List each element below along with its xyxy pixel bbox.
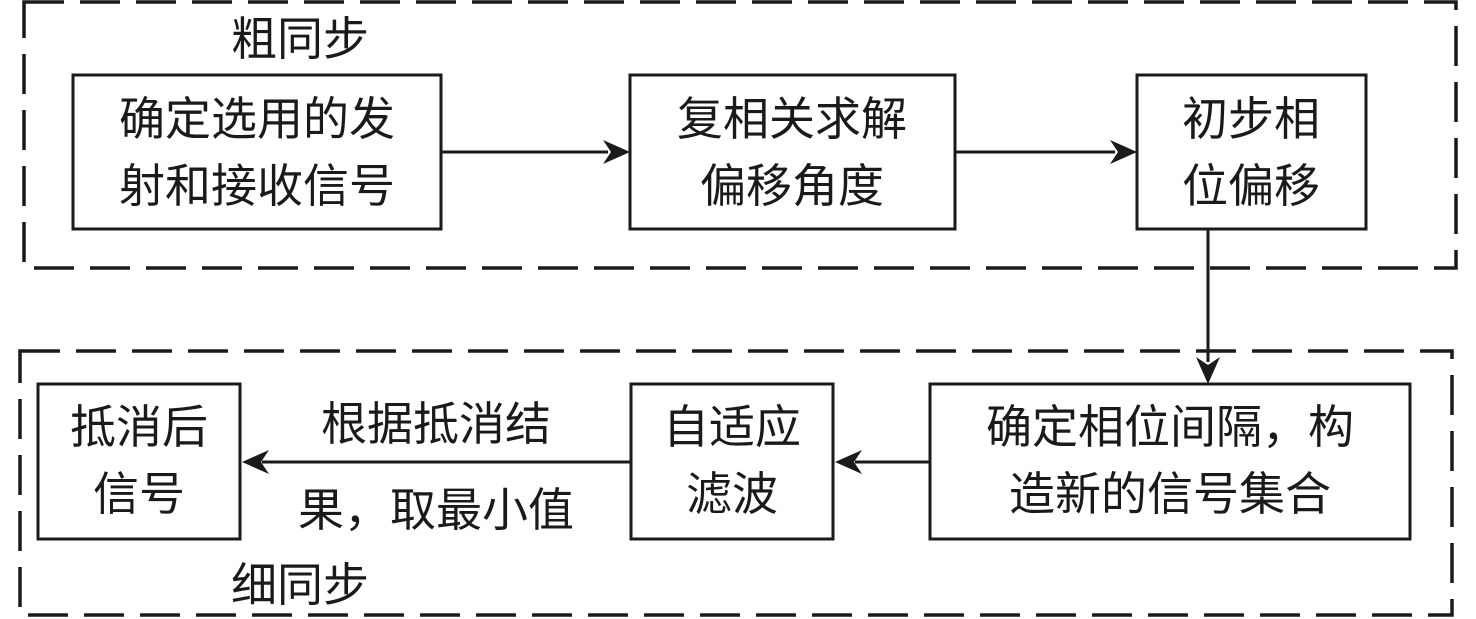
node-initial-phase-offset-line-1: 初步相 — [1182, 92, 1320, 146]
arrowhead-down-icon — [1196, 357, 1220, 384]
arrowhead-right-icon — [603, 140, 630, 164]
node-complex-correlation-line-1: 复相关求解 — [677, 92, 907, 146]
node-select-signals-line-2: 射和接收信号 — [119, 159, 395, 213]
node-initial-phase-offset: 初步相 位偏移 — [1135, 73, 1368, 231]
node-new-signal-set: 确定相位间隔，构 造新的信号集合 — [928, 382, 1412, 541]
arrowhead-left-icon — [835, 450, 862, 474]
node-adaptive-filter-line-1: 自适应 — [663, 400, 801, 454]
node-new-signal-set-line-1: 确定相位间隔，构 — [986, 400, 1354, 454]
edge-label-line-1: 根据抵消结 — [321, 397, 551, 451]
node-cancelled-signal-line-2: 信号 — [93, 467, 185, 521]
node-complex-correlation-line-2: 偏移角度 — [700, 159, 884, 213]
node-adaptive-filter: 自适应 滤波 — [629, 382, 835, 541]
node-select-signals: 确定选用的发 射和接收信号 — [71, 73, 443, 231]
node-cancelled-signal-line-1: 抵消后 — [70, 400, 208, 454]
node-new-signal-set-line-2: 造新的信号集合 — [1009, 467, 1331, 521]
node-select-signals-line-1: 确定选用的发 — [119, 92, 395, 146]
arrowhead-left-icon — [242, 450, 269, 474]
node-cancelled-signal: 抵消后 信号 — [36, 382, 242, 541]
fine-sync-label: 细同步 — [231, 558, 369, 612]
fine-sync-group — [18, 349, 1454, 617]
node-adaptive-filter-line-2: 滤波 — [686, 467, 778, 521]
coarse-sync-group — [22, 0, 1458, 270]
node-complex-correlation: 复相关求解 偏移角度 — [628, 73, 957, 231]
coarse-sync-label: 粗同步 — [231, 12, 369, 66]
arrowhead-right-icon — [1110, 140, 1137, 164]
edge-label-line-2: 果，取最小值 — [298, 483, 574, 537]
node-initial-phase-offset-line-2: 位偏移 — [1182, 159, 1320, 213]
